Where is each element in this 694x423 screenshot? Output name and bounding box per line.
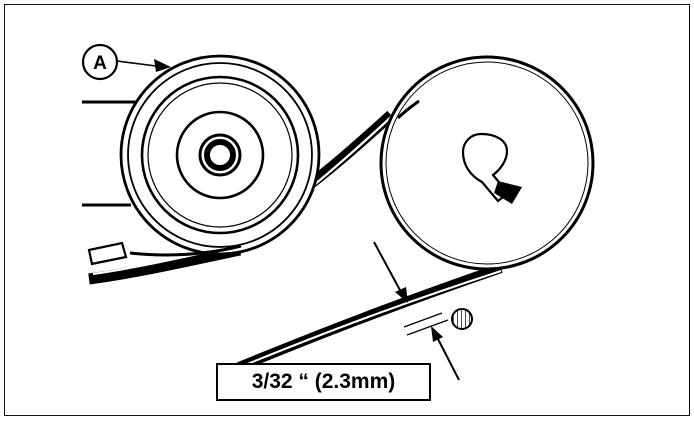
measurement-arrow bbox=[373, 241, 460, 381]
callout-a: A bbox=[81, 43, 171, 81]
callout-a-arrowhead bbox=[154, 59, 171, 72]
belt-wrap-over-pulley-b bbox=[396, 99, 420, 120]
belt-wrap-under-pulley-a bbox=[129, 244, 242, 257]
bracket-shadow bbox=[90, 256, 127, 265]
belt-deflection-label: 3/32 “ (2.3mm) bbox=[216, 363, 431, 401]
belt-lower-right-highlight bbox=[244, 270, 502, 366]
diagram-frame: A 3/32 “ (2.3mm) bbox=[4, 4, 690, 416]
shaft-key bbox=[494, 181, 522, 204]
pulley-a bbox=[119, 54, 321, 256]
belt-pulley-diagram: A bbox=[81, 43, 595, 381]
callout-a-label: A bbox=[93, 53, 107, 74]
round-fastener-icon bbox=[451, 308, 473, 330]
callout-a-leader bbox=[116, 60, 157, 67]
pulley-b bbox=[379, 55, 595, 271]
